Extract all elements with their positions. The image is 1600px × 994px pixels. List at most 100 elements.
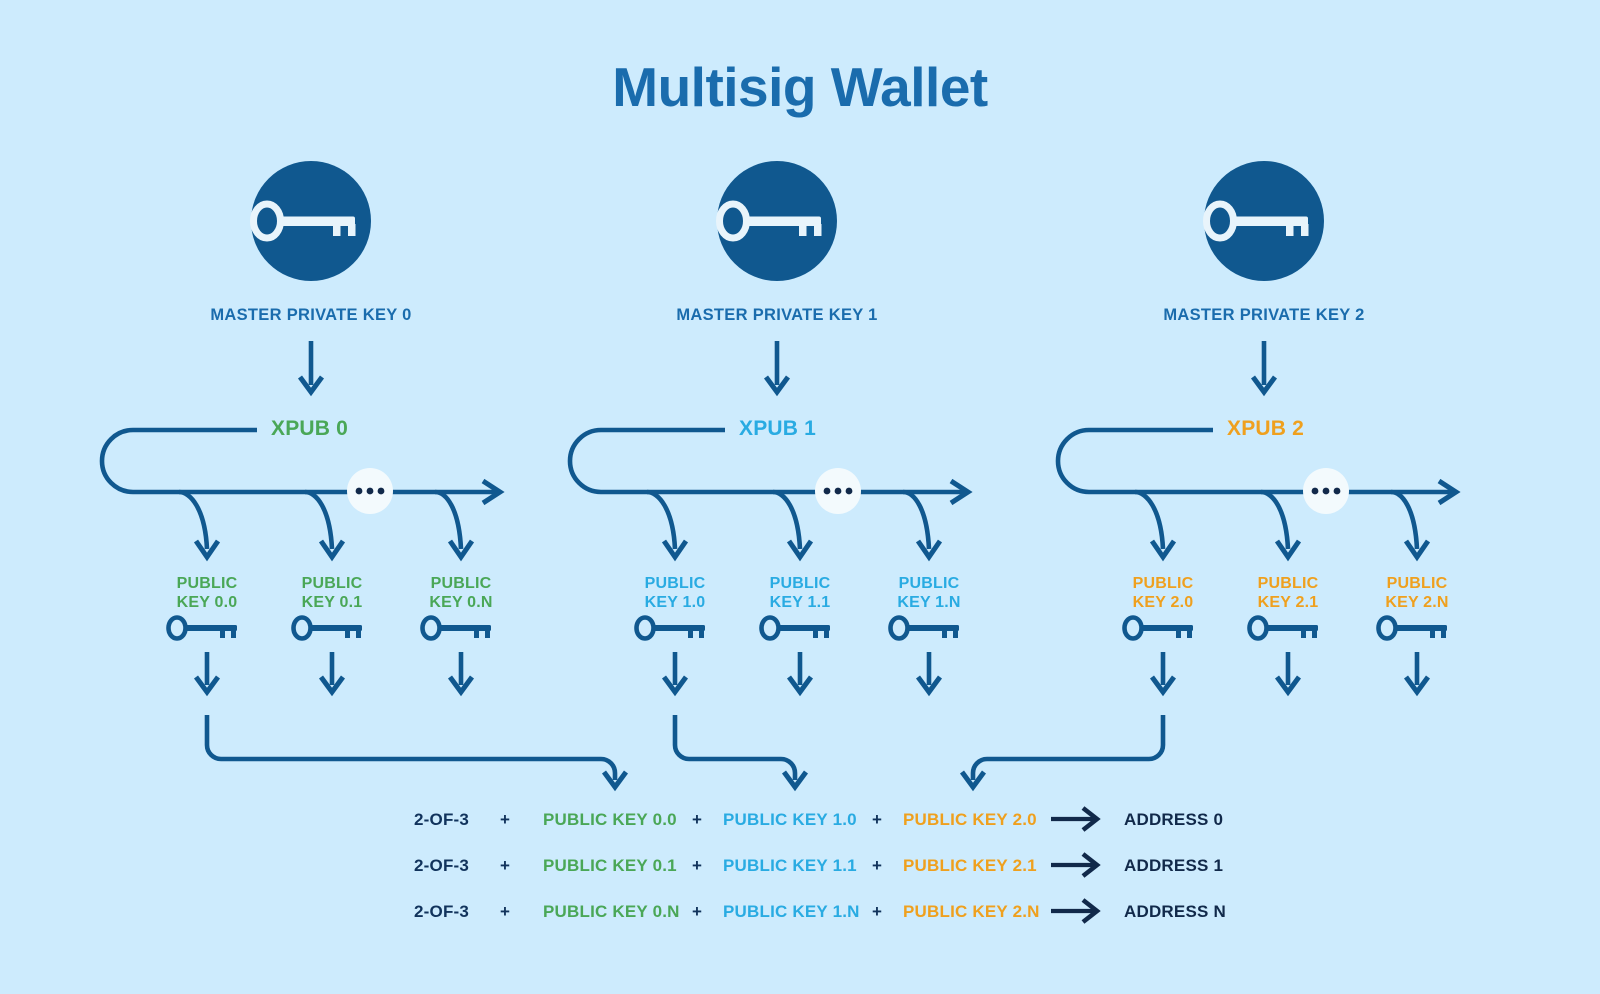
master-private-key-label-2: MASTER PRIVATE KEY 2 [1163,306,1365,324]
page-title: Multisig Wallet [612,56,988,118]
ellipsis-badge-1 [815,468,861,514]
master-key-circle-1 [717,161,837,281]
key-icon-2-1 [1250,618,1319,639]
xpub-label-1: XPUB 1 [739,417,817,440]
row-public-key-0: PUBLIC KEY 0.N [543,902,680,921]
plus-sign: + [500,902,511,921]
threshold-label-1: 2-OF-3 [414,856,470,875]
public-key-label-1-N: PUBLIC KEY 1.N [849,574,1009,612]
public-key-label-line1: PUBLIC [644,575,706,592]
public-key-label-line1: PUBLIC [430,575,492,592]
plus-sign: + [872,902,883,921]
key-icon-2-0 [1125,618,1194,639]
row-public-key-2: PUBLIC KEY 2.1 [903,856,1037,875]
key-icon-0-N [423,618,492,639]
public-key-label-line2: KEY 0.1 [301,594,363,611]
key-down-arrows [193,652,1431,697]
public-key-label-0-1: PUBLIC KEY 0.1 [252,574,412,612]
master-to-xpub-arrows [297,341,1278,397]
key-down-arrow-1-1 [786,652,814,697]
public-key-label-line2: KEY 2.1 [1257,594,1319,611]
public-key-label-2-N: PUBLIC KEY 2.N [1337,574,1497,612]
public-key-label-line1: PUBLIC [176,575,238,592]
key-down-arrow-2-1 [1274,652,1302,697]
key-down-arrow-0-0 [193,652,221,697]
xpub-label-2: XPUB 2 [1227,417,1305,440]
derivation-bus-0 [99,427,505,562]
key-down-arrow-0-N [447,652,475,697]
row-public-key-2: PUBLIC KEY 2.N [903,902,1040,921]
ellipsis-badges [347,468,1349,514]
address-arrow-1 [1051,852,1101,878]
public-key-label-line2: KEY 2.N [1385,594,1449,611]
master-to-xpub-arrow-2 [1250,341,1278,397]
row-public-key-1: PUBLIC KEY 1.N [723,902,860,921]
row-public-key-0: PUBLIC KEY 0.0 [543,810,677,829]
address-arrows [1051,806,1101,924]
key-icon-0-1 [294,618,363,639]
master-key-circle-2 [1204,161,1324,281]
key-down-arrow-1-N [915,652,943,697]
threshold-label-2: 2-OF-3 [414,902,470,921]
ellipsis-badge-2 [1303,468,1349,514]
master-key-circles [251,161,1324,281]
key-down-arrow-0-1 [318,652,346,697]
address-label-1: ADDRESS 1 [1124,856,1224,875]
public-key-label-1-0: PUBLIC KEY 1.0 [595,574,755,612]
aggregation-connector-2 [959,715,1166,792]
aggregation-connector-1 [672,715,809,792]
public-key-label-line2: KEY 1.N [897,594,961,611]
public-key-label-0-0: PUBLIC KEY 0.0 [127,574,287,612]
threshold-label-0: 2-OF-3 [414,810,470,829]
key-down-arrow-1-0 [661,652,689,697]
key-icon-1-N [891,618,960,639]
public-key-label-line1: PUBLIC [898,575,960,592]
aggregation-connectors [204,715,1166,792]
master-to-xpub-arrow-1 [763,341,791,397]
row-public-key-2: PUBLIC KEY 2.0 [903,810,1037,829]
master-to-xpub-arrow-0 [297,341,325,397]
plus-sign: + [692,902,703,921]
master-private-key-label-0: MASTER PRIVATE KEY 0 [210,306,412,324]
public-key-label-line1: PUBLIC [301,575,363,592]
key-icon-2-N [1379,618,1448,639]
plus-sign: + [692,856,703,875]
public-key-label-2-1: PUBLIC KEY 2.1 [1208,574,1368,612]
row-public-key-1: PUBLIC KEY 1.1 [723,856,857,875]
plus-sign: + [692,810,703,829]
aggregation-connector-0 [204,715,629,792]
key-down-arrow-2-0 [1149,652,1177,697]
public-key-label-line1: PUBLIC [769,575,831,592]
derivation-bus-2 [1055,427,1461,562]
public-key-label-2-0: PUBLIC KEY 2.0 [1083,574,1243,612]
row-public-key-1: PUBLIC KEY 1.0 [723,810,857,829]
plus-sign: + [872,856,883,875]
public-key-label-line1: PUBLIC [1386,575,1448,592]
public-key-label-line2: KEY 0.0 [176,594,238,611]
public-key-label-line1: PUBLIC [1257,575,1319,592]
public-key-label-line2: KEY 1.0 [644,594,706,611]
address-label-0: ADDRESS 0 [1124,810,1224,829]
plus-sign: + [500,856,511,875]
address-label-2: ADDRESS N [1124,902,1226,921]
derivation-buses [99,427,1461,562]
public-key-label-line1: PUBLIC [1132,575,1194,592]
public-key-label-1-1: PUBLIC KEY 1.1 [720,574,880,612]
address-arrow-0 [1051,806,1101,832]
master-private-key-label-1: MASTER PRIVATE KEY 1 [676,306,878,324]
public-key-label-0-N: PUBLIC KEY 0.N [381,574,541,612]
key-icon-1-1 [762,618,831,639]
public-key-glyphs [169,618,1448,639]
xpub-label-0: XPUB 0 [271,417,349,440]
public-key-label-line2: KEY 0.N [429,594,493,611]
ellipsis-badge-0 [347,468,393,514]
derivation-bus-1 [567,427,973,562]
master-key-circle-0 [251,161,371,281]
plus-sign: + [872,810,883,829]
key-icon-1-0 [637,618,706,639]
public-key-label-line2: KEY 1.1 [769,594,831,611]
key-icon-0-0 [169,618,238,639]
